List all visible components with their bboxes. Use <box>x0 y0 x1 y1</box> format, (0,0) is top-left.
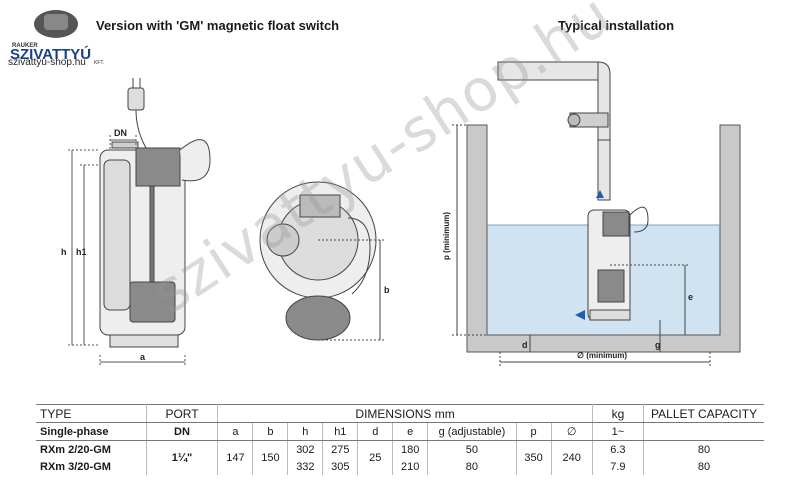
th-port: PORT <box>146 404 219 423</box>
installation-pit <box>452 61 741 368</box>
dim-label-a: a <box>140 352 146 362</box>
dim-label-d: d <box>522 340 528 350</box>
title-left: Version with 'GM' magnetic float switch <box>96 18 340 33</box>
table-row: RXm 2/20-GM 1¼" 147 150 302 275 25 180 5… <box>36 440 764 475</box>
spec-table: TYPE PORT DIMENSIONS mm kg PALLET CAPACI… <box>36 404 764 475</box>
th-b: b <box>252 422 289 441</box>
cell-pallet: 80 <box>697 443 711 456</box>
dim-label-p: p (minimum) <box>442 212 451 260</box>
th-kg: kg <box>592 404 645 423</box>
th-single-phase: Single-phase <box>36 422 147 441</box>
th-e: e <box>392 422 429 441</box>
th-p: p <box>516 422 552 441</box>
brand-logo: RAUKER SZIVATTYÚ KFT. <box>6 4 110 66</box>
cell-b: 150 <box>252 440 289 475</box>
cell-h: 332 <box>287 458 324 475</box>
dim-label-min: ∅ (minimum) <box>577 351 627 360</box>
cell-e: 210 <box>392 458 429 475</box>
cell-kg: 7.9 <box>592 458 645 475</box>
th-dn: DN <box>146 422 219 441</box>
technical-drawing: DN h h1 a b p (minimum) e d g ∅ (minimum… <box>61 61 741 368</box>
cell-a: 147 <box>217 440 254 475</box>
th-h1: h1 <box>322 422 359 441</box>
dim-label-e: e <box>688 292 693 302</box>
pump-logo-icon: RAUKER SZIVATTYÚ KFT. <box>10 10 104 66</box>
cell-e: 180 <box>392 440 429 458</box>
cell-type: RXm 3/20-GM <box>36 458 147 475</box>
dim-label-g: g <box>655 340 661 350</box>
pump-side-view <box>99 78 211 348</box>
th-a: a <box>217 422 254 441</box>
dim-label-h1: h1 <box>76 247 87 257</box>
cell-port: 1¼" <box>146 440 219 475</box>
table-row: RXm 3/20-GM 332 305 210 80 7.9 80 <box>36 458 764 475</box>
th-h: h <box>287 422 324 441</box>
brand-small-text: RAUKER <box>12 43 38 49</box>
cell-type: RXm 2/20-GM <box>36 440 147 458</box>
cell-h: 302 <box>287 440 324 458</box>
dimension-arrows-side <box>71 139 185 363</box>
cell-g: 80 <box>427 458 517 475</box>
cell-d: 25 <box>357 440 394 475</box>
cell-g: 50 <box>427 440 517 458</box>
th-diameter: ∅ <box>551 422 593 441</box>
cell-p: 350 <box>516 440 552 475</box>
brand-main-text: SZIVATTYÚ <box>10 45 91 63</box>
brand-suffix-text: KFT. <box>94 60 104 66</box>
pump-top-view <box>259 181 385 341</box>
dim-label-h: h <box>61 247 67 257</box>
th-d: d <box>357 422 394 441</box>
cell-pallet: 80 <box>697 460 711 473</box>
cell-h1: 275 <box>322 440 359 458</box>
dim-label-dn: DN <box>114 128 127 138</box>
title-right: Typical installation <box>558 18 675 33</box>
th-kg-phase: 1~ <box>592 422 645 441</box>
th-empty <box>643 422 764 441</box>
th-pallet: PALLET CAPACITY <box>643 404 764 423</box>
th-dimensions: DIMENSIONS mm <box>217 404 593 423</box>
th-type: TYPE <box>36 404 147 423</box>
th-g: g (adjustable) <box>427 422 517 441</box>
cell-kg: 6.3 <box>592 440 645 458</box>
cell-h1: 305 <box>322 458 359 475</box>
logo-url[interactable]: szivattyu-shop.hu <box>8 57 86 68</box>
dim-label-b: b <box>384 285 390 295</box>
cell-diameter: 240 <box>551 440 593 475</box>
